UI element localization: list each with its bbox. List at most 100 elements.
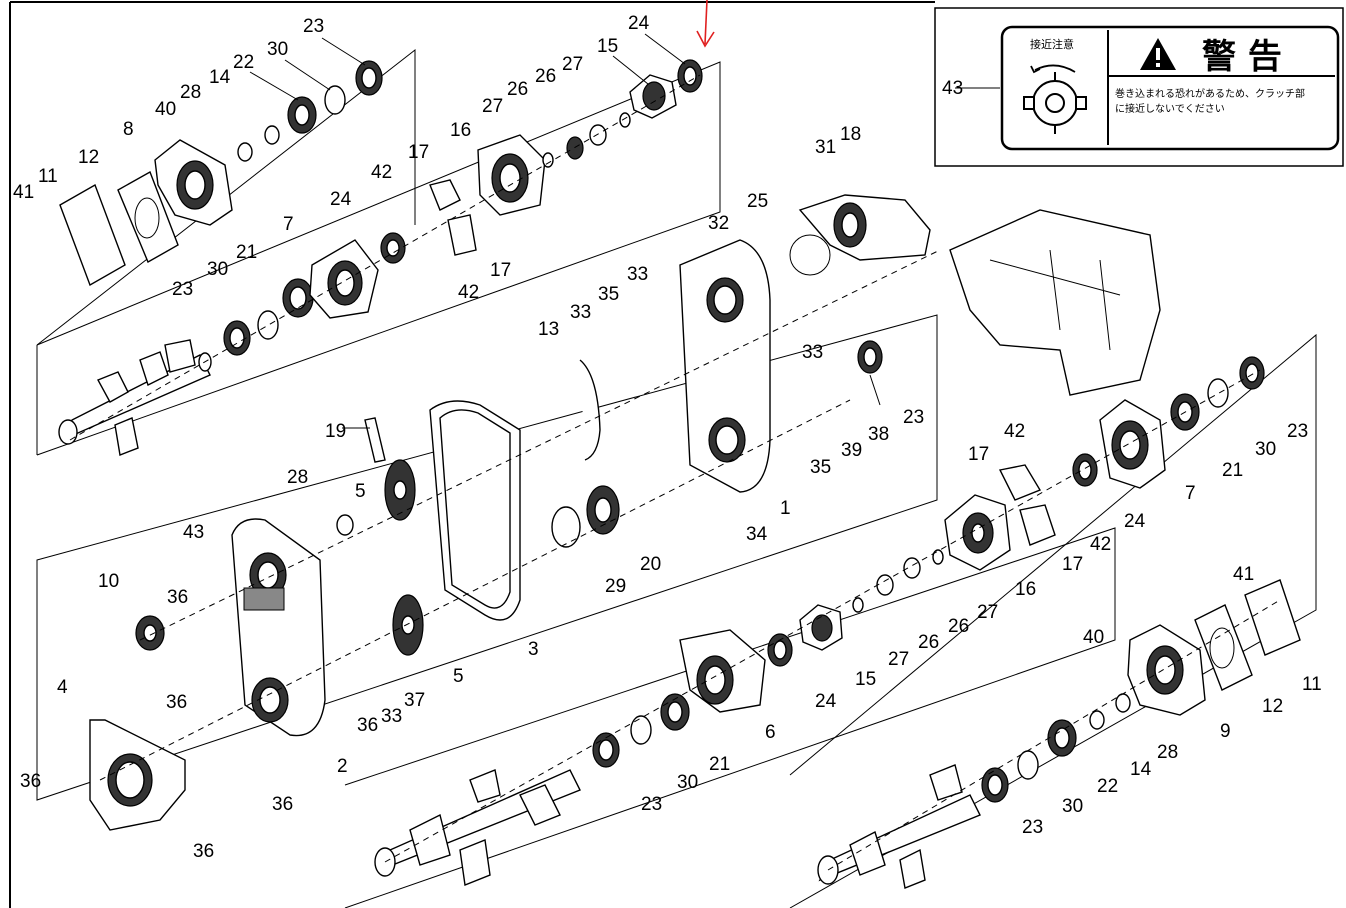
callout-39: 39 bbox=[841, 440, 862, 461]
callout-33: 33 bbox=[570, 302, 591, 323]
frame-bracket bbox=[949, 209, 1161, 396]
callout-6: 6 bbox=[765, 722, 776, 743]
callout-9: 9 bbox=[1220, 721, 1231, 742]
upper-left-shaft-assembly bbox=[58, 59, 703, 456]
callout-28: 28 bbox=[287, 467, 308, 488]
lower-center-shaft-assembly bbox=[374, 769, 581, 886]
callout-15: 15 bbox=[855, 669, 876, 690]
callout-5: 5 bbox=[355, 481, 366, 502]
callout-36: 36 bbox=[193, 841, 214, 862]
callout-32: 32 bbox=[708, 213, 729, 234]
callout-2: 2 bbox=[337, 756, 348, 777]
callout-30: 30 bbox=[207, 259, 228, 280]
callout-22: 22 bbox=[1097, 776, 1118, 797]
warning-message-line2: に接近しないでください bbox=[1115, 102, 1225, 115]
upper-left-cover-parts bbox=[59, 60, 383, 287]
callout-29: 29 bbox=[605, 576, 626, 597]
callout-14: 14 bbox=[209, 67, 231, 88]
callout-17: 17 bbox=[408, 142, 429, 163]
callout-30: 30 bbox=[677, 772, 698, 793]
warning-triangle-icon bbox=[1140, 38, 1176, 70]
callout-26: 26 bbox=[535, 66, 556, 87]
callout-7: 7 bbox=[1185, 483, 1196, 504]
callout-12: 12 bbox=[1262, 696, 1283, 717]
callout-21: 21 bbox=[1222, 460, 1243, 481]
callout-38: 38 bbox=[868, 424, 889, 445]
callout-30: 30 bbox=[1062, 796, 1083, 817]
callout-23: 23 bbox=[1022, 817, 1043, 838]
callout-3: 3 bbox=[528, 639, 539, 660]
warning-message-line1: 巻き込まれる恐れがあるため、クラッチ部 bbox=[1115, 87, 1305, 100]
callout-42: 42 bbox=[371, 162, 392, 183]
leader-lines bbox=[249, 33, 1000, 429]
rotation-hazard-icon bbox=[1023, 64, 1087, 134]
center-case-assembly bbox=[89, 194, 931, 831]
callout-labels: 23 24 30 15 27 26 22 14 28 26 27 40 8 16… bbox=[13, 13, 1322, 862]
callout-27: 27 bbox=[888, 649, 909, 670]
callout-40: 40 bbox=[155, 99, 176, 120]
callout-8: 8 bbox=[123, 119, 134, 140]
caution-heading: 接近注意 bbox=[1030, 37, 1074, 51]
callout-43: 43 bbox=[183, 522, 204, 543]
callout-36: 36 bbox=[357, 715, 378, 736]
callout-15: 15 bbox=[597, 36, 618, 57]
callout-33: 33 bbox=[381, 706, 402, 727]
callout-26: 26 bbox=[948, 616, 969, 637]
callout-7: 7 bbox=[283, 214, 294, 235]
callout-26: 26 bbox=[918, 632, 939, 653]
callout-36: 36 bbox=[20, 771, 41, 792]
right-middle-assembly bbox=[592, 356, 1265, 768]
callout-41: 41 bbox=[1233, 564, 1254, 585]
callout-28: 28 bbox=[1157, 742, 1178, 763]
callout-16: 16 bbox=[1015, 579, 1036, 600]
callout-17: 17 bbox=[968, 444, 989, 465]
callout-40: 40 bbox=[1083, 627, 1104, 648]
callout-36: 36 bbox=[166, 692, 187, 713]
lower-right-shaft-assembly bbox=[817, 579, 1301, 889]
callout-30: 30 bbox=[1255, 439, 1276, 460]
callout-22: 22 bbox=[233, 52, 254, 73]
callout-33: 33 bbox=[627, 264, 648, 285]
callout-25: 25 bbox=[747, 191, 768, 212]
callout-21: 21 bbox=[236, 242, 257, 263]
callout-41: 41 bbox=[13, 182, 34, 203]
callout-30: 30 bbox=[267, 39, 288, 60]
callout-16: 16 bbox=[450, 120, 471, 141]
callout-23: 23 bbox=[303, 16, 324, 37]
callout-24: 24 bbox=[330, 189, 352, 210]
center-lines bbox=[69, 74, 1281, 871]
callout-36: 36 bbox=[272, 794, 293, 815]
callout-31: 31 bbox=[815, 137, 836, 158]
callout-42: 42 bbox=[1004, 421, 1025, 442]
callout-42: 42 bbox=[1090, 534, 1111, 555]
callout-14: 14 bbox=[1130, 759, 1152, 780]
callout-20: 20 bbox=[640, 554, 661, 575]
callout-23: 23 bbox=[1287, 421, 1308, 442]
callout-4: 4 bbox=[57, 677, 68, 698]
callout-37: 37 bbox=[404, 690, 425, 711]
callout-11: 11 bbox=[38, 166, 58, 187]
callout-23: 23 bbox=[903, 407, 924, 428]
callout-24: 24 bbox=[628, 13, 650, 34]
callout-12: 12 bbox=[78, 147, 99, 168]
callout-19: 19 bbox=[325, 421, 346, 442]
callout-11: 11 bbox=[1302, 674, 1322, 695]
diagram-frame bbox=[9, 1, 935, 908]
red-arrow-icon bbox=[696, 0, 715, 48]
callout-13: 13 bbox=[538, 319, 559, 340]
warning-label-ref: 43 bbox=[942, 78, 963, 99]
callout-33: 33 bbox=[802, 342, 823, 363]
callout-5: 5 bbox=[453, 666, 464, 687]
warning-title: 警 告 bbox=[1202, 37, 1282, 77]
callout-1: 1 bbox=[780, 498, 791, 519]
callout-21: 21 bbox=[709, 754, 730, 775]
callout-27: 27 bbox=[482, 96, 503, 117]
callout-27: 27 bbox=[977, 602, 998, 623]
callout-23: 23 bbox=[172, 279, 193, 300]
callout-24: 24 bbox=[815, 691, 837, 712]
callout-27: 27 bbox=[562, 54, 583, 75]
callout-23: 23 bbox=[641, 794, 662, 815]
callout-18: 18 bbox=[840, 124, 861, 145]
callout-34: 34 bbox=[746, 524, 768, 545]
